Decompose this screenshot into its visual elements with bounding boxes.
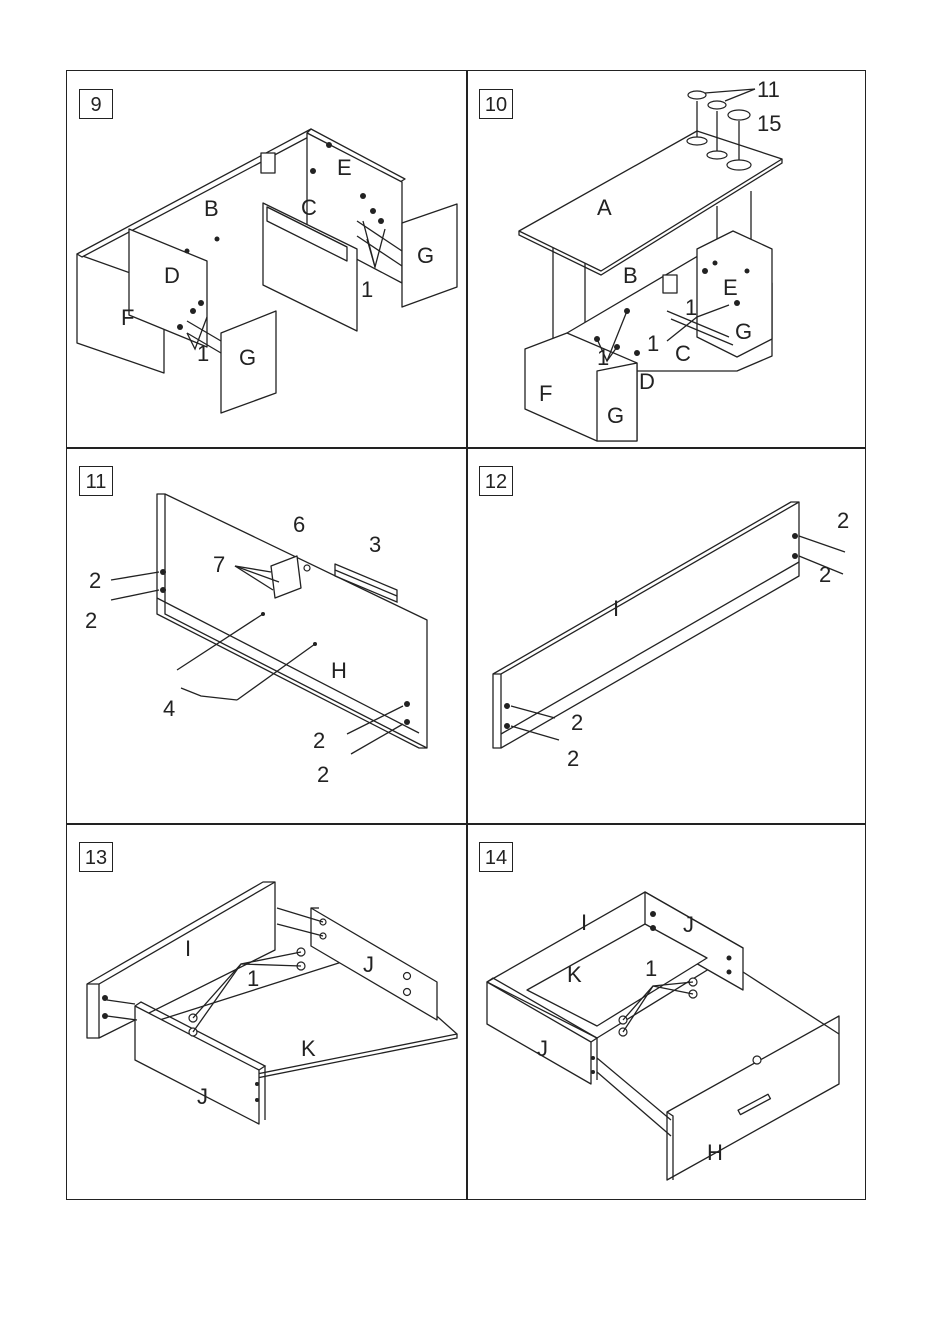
fitting-7-label: 7 — [213, 552, 225, 577]
step-11-panel: 11 H H 2 2 2 2 — [67, 448, 466, 824]
part-g-right-label: G — [735, 319, 752, 344]
fitting-2b-label: 2 — [819, 562, 831, 587]
fitting-3-label: 3 — [369, 532, 381, 557]
part-j-back-label: J — [363, 952, 374, 977]
fitting-1a-label: 1 — [361, 277, 373, 302]
fitting-2b-label: 2 — [85, 608, 97, 633]
part-g-left-label: G — [607, 403, 624, 428]
part-f-label: F — [539, 381, 552, 406]
part-c-label: C — [675, 341, 691, 366]
fitting-2a-label: 2 — [89, 568, 101, 593]
step-9-panel: 9 B C D E — [67, 71, 466, 447]
fitting-2d-label: 2 — [317, 762, 329, 787]
instruction-sheet: 9 B C D E — [66, 70, 866, 1200]
part-i-label: I — [185, 936, 191, 961]
part-j-right-label: J — [683, 912, 694, 937]
step-11-diagram: H H 2 2 2 2 3 4 6 7 — [67, 448, 466, 823]
step-12-panel: 12 I 2 2 2 2 — [467, 448, 866, 824]
fitting-15-label: 15 — [757, 111, 781, 136]
part-k-label: K — [301, 1036, 316, 1061]
step-9-diagram: B C D E F G G 1 1 — [67, 71, 466, 447]
step-14-diagram: I J J K H 1 — [467, 824, 866, 1200]
part-h-text: H — [331, 658, 347, 683]
fitting-11-label: 11 — [757, 77, 780, 102]
fitting-2a-label: 2 — [837, 508, 849, 533]
fitting-2d-label: 2 — [567, 746, 579, 771]
part-d-label: D — [639, 369, 655, 394]
part-d-label: D — [164, 263, 180, 288]
fitting-1c-label: 1 — [597, 345, 609, 370]
fitting-1b-label: 1 — [647, 331, 659, 356]
step-10-diagram: A B C D E F G G 1 1 1 11 15 — [467, 71, 866, 447]
step-10-panel: 10 — [467, 71, 866, 447]
part-j-front-label: J — [197, 1084, 208, 1109]
fitting-2c-label: 2 — [313, 728, 325, 753]
fitting-1-label: 1 — [247, 966, 259, 991]
part-i-label: I — [581, 910, 587, 935]
part-e-label: E — [337, 155, 352, 180]
part-e-label: E — [723, 275, 738, 300]
fitting-1-label: 1 — [645, 956, 657, 981]
part-h-label: H — [707, 1140, 723, 1165]
step-14-panel: 14 I J J K H — [467, 824, 866, 1200]
fitting-1a-label: 1 — [685, 295, 697, 320]
part-g-right-label: G — [417, 243, 434, 268]
step-13-diagram: I J J K 1 — [67, 824, 466, 1200]
step-12-diagram: I 2 2 2 2 — [467, 448, 866, 823]
fitting-4-label: 4 — [163, 696, 175, 721]
part-c-label: C — [301, 195, 317, 220]
fitting-2c-label: 2 — [571, 710, 583, 735]
part-k-label: K — [567, 962, 582, 987]
part-i-label: I — [613, 596, 619, 621]
part-j-left-label: J — [537, 1036, 548, 1061]
part-f-label: F — [121, 305, 134, 330]
part-b-label: B — [623, 263, 638, 288]
part-g-left-label: G — [239, 345, 256, 370]
fitting-1b-label: 1 — [197, 341, 209, 366]
step-13-panel: 13 I J J K — [67, 824, 466, 1200]
part-b-label: B — [204, 196, 219, 221]
part-a-label: A — [597, 195, 612, 220]
fitting-6-label: 6 — [293, 512, 305, 537]
